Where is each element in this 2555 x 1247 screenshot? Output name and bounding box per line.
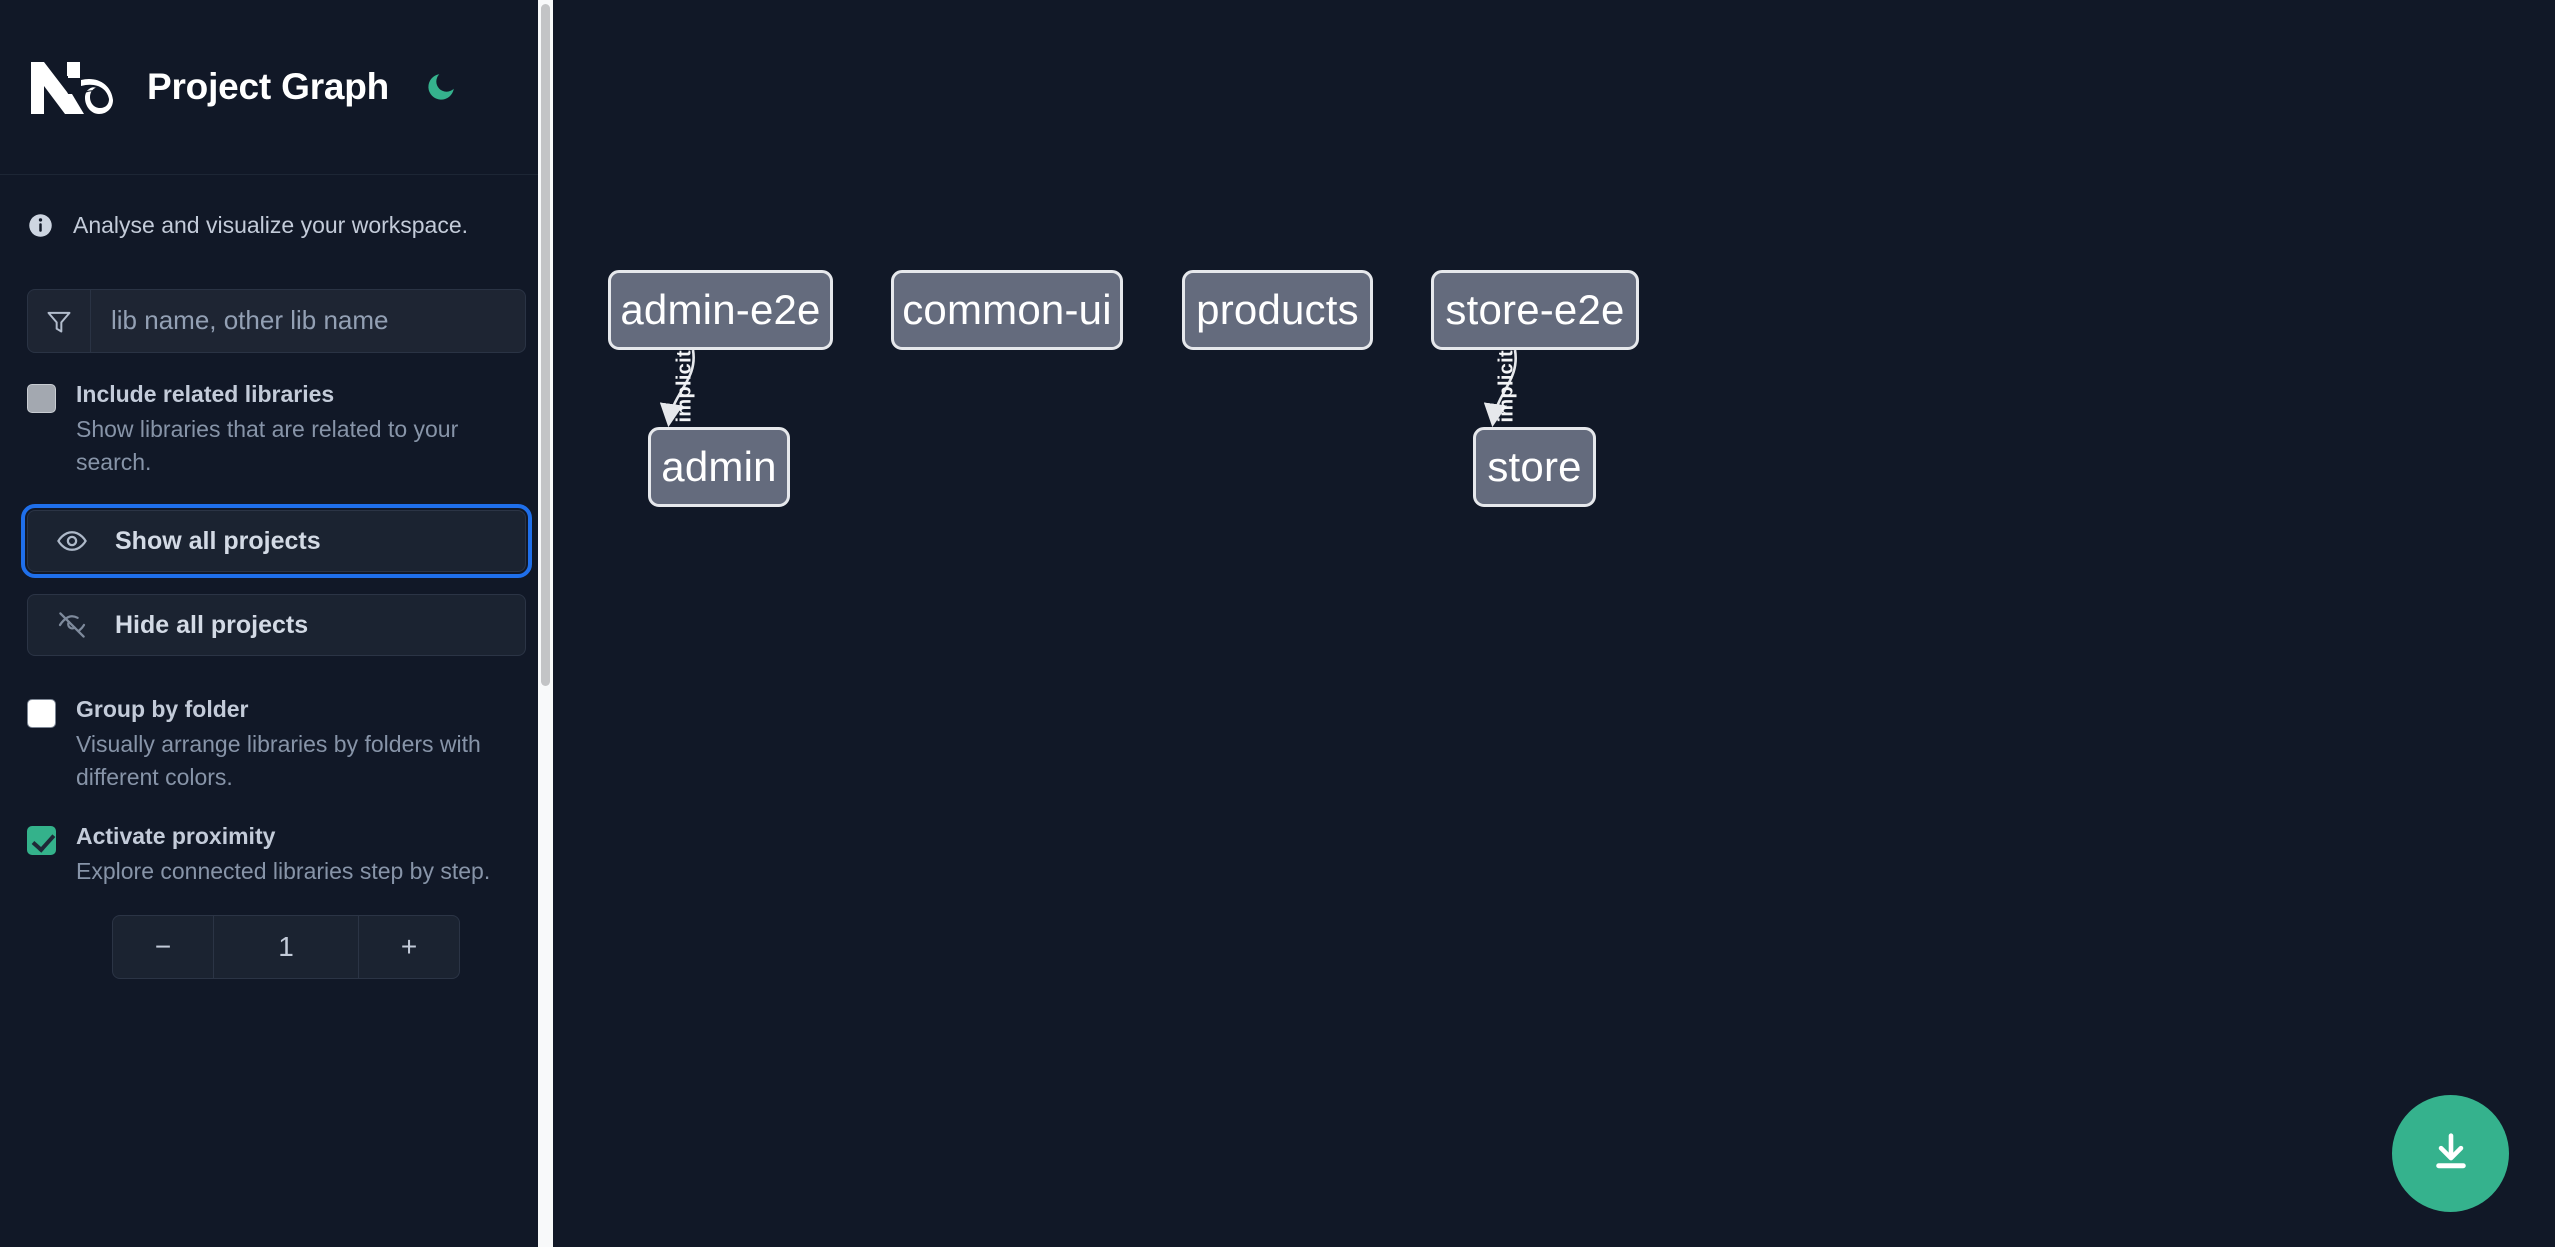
activate-proximity-label: Activate proximity bbox=[76, 822, 276, 849]
proximity-increment-button[interactable]: + bbox=[358, 916, 459, 979]
option-include-related-libraries: Include related libraries Show libraries… bbox=[0, 353, 553, 478]
moon-icon[interactable] bbox=[418, 64, 464, 110]
graph-node-admin[interactable]: admin bbox=[648, 427, 790, 507]
hide-all-projects-label: Hide all projects bbox=[115, 610, 309, 639]
edge-label-admin-e2e-admin: implicit bbox=[673, 350, 696, 423]
proximity-stepper-wrap: − 1 + bbox=[0, 887, 553, 980]
activate-proximity-desc: Explore connected libraries step by step… bbox=[76, 857, 491, 884]
info-icon bbox=[27, 212, 54, 239]
proximity-decrement-button[interactable]: − bbox=[113, 916, 214, 979]
sidebar-header: Project Graph bbox=[0, 0, 553, 175]
workspace-info: Analyse and visualize your workspace. bbox=[0, 175, 553, 241]
graph-node-store-e2e[interactable]: store-e2e bbox=[1431, 270, 1639, 350]
workspace-info-text: Analyse and visualize your workspace. bbox=[73, 212, 469, 238]
nx-logo bbox=[27, 56, 119, 118]
group-by-folder-label: Group by folder bbox=[76, 696, 249, 723]
search-box[interactable] bbox=[27, 288, 526, 353]
option-activate-proximity: Activate proximity Explore connected lib… bbox=[0, 794, 553, 888]
proximity-stepper: − 1 + bbox=[112, 915, 460, 980]
hide-all-projects-button[interactable]: Hide all projects bbox=[27, 594, 526, 657]
show-all-projects-button[interactable]: Show all projects bbox=[21, 504, 532, 579]
graph-edges bbox=[659, 349, 1518, 428]
activate-proximity-checkbox[interactable] bbox=[27, 825, 56, 855]
search-section bbox=[0, 241, 553, 353]
sidebar: Project Graph Analyse and visualize your… bbox=[0, 0, 553, 1247]
graph-node-products[interactable]: products bbox=[1182, 270, 1373, 350]
group-by-folder-checkbox[interactable] bbox=[27, 699, 56, 729]
group-by-folder-desc: Visually arrange libraries by folders wi… bbox=[76, 731, 481, 790]
include-related-libraries-label: Include related libraries bbox=[76, 380, 335, 407]
graph-node-common-ui[interactable]: common-ui bbox=[891, 270, 1123, 350]
option-group-by-folder: Group by folder Visually arrange librari… bbox=[0, 656, 553, 793]
filter-funnel-icon bbox=[28, 289, 91, 352]
graph-canvas[interactable]: implicit implicit admin-e2e common-ui pr… bbox=[553, 0, 2555, 1247]
include-related-libraries-checkbox[interactable] bbox=[27, 383, 56, 413]
download-graph-button[interactable] bbox=[2392, 1095, 2509, 1212]
proximity-value: 1 bbox=[278, 931, 294, 963]
sidebar-scrollbar-thumb[interactable] bbox=[541, 4, 550, 686]
download-icon bbox=[2428, 1129, 2474, 1178]
include-related-libraries-desc: Show libraries that are related to your … bbox=[76, 415, 459, 475]
graph-node-store[interactable]: store bbox=[1473, 427, 1596, 507]
eye-off-icon bbox=[56, 607, 92, 643]
show-all-projects-label: Show all projects bbox=[115, 526, 321, 555]
search-input[interactable] bbox=[91, 289, 525, 352]
visibility-buttons: Show all projects Hide all projects bbox=[0, 478, 553, 657]
graph-node-admin-e2e[interactable]: admin-e2e bbox=[608, 270, 833, 350]
eye-icon bbox=[56, 523, 92, 559]
edge-label-store-e2e-store: implicit bbox=[1495, 350, 1518, 423]
sidebar-scrollbar-track[interactable] bbox=[538, 0, 553, 1247]
page-title: Project Graph bbox=[147, 66, 390, 107]
